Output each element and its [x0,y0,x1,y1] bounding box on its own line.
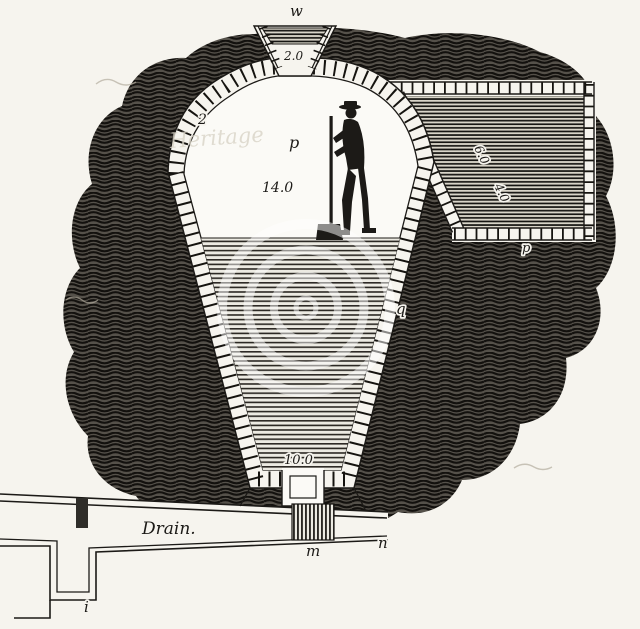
label-m: m [306,542,320,560]
outlet-inner-frame [289,475,317,499]
lower-arm [334,142,352,157]
left-leg [342,168,356,232]
drain-bottom-wall-outer [0,539,389,601]
label-i: i [84,598,89,616]
drain-channel [0,494,388,600]
watermark-ring-outer [217,219,395,397]
label-top-width: 2.0 [283,49,303,63]
trap-step-lines [14,600,51,619]
workman-figure [316,101,376,240]
watermark-rings [217,219,395,397]
chamber-footing-lines [239,487,367,512]
margin-squiggle [65,296,99,304]
right-foot [362,228,376,233]
label-n: n [378,534,388,552]
label-bottom-width: 10.0 [284,453,313,468]
rammer-pole [329,116,333,224]
right-wall-brick-ticks [312,59,434,481]
drain-pipe [0,487,389,619]
label-gallery-p: p [522,241,531,256]
watermark-ring-inner [270,272,342,344]
drain-bottom-wall-inner [0,535,388,593]
label-wall-q: q [396,300,406,318]
top-shaft [252,25,338,77]
hat-brim [339,104,361,110]
funnel-wall-lines [257,25,333,69]
watermark-ring-center [293,295,319,321]
watermark-ring-middle [243,245,369,371]
gallery-interior-hatching [406,96,584,228]
outlet-plug-hatch [291,503,335,541]
label-chamber-p: p [289,133,299,152]
label-drain: Drain. [141,519,196,539]
margin-squiggle [513,463,553,471]
label-arch-left: 2 [197,112,207,128]
label-depth: 14.0 [262,180,293,196]
outlet-box [282,468,324,506]
left-wall-brick-ticks [168,59,278,481]
chamber-outlet [281,468,335,541]
funnel-cover-hatch [261,27,329,45]
margin-squiggle [95,78,137,86]
head [345,107,357,119]
right-leg [358,168,370,230]
drain-inlet-stub [76,498,88,528]
label-w: w [290,2,303,20]
upper-arm [333,128,350,143]
